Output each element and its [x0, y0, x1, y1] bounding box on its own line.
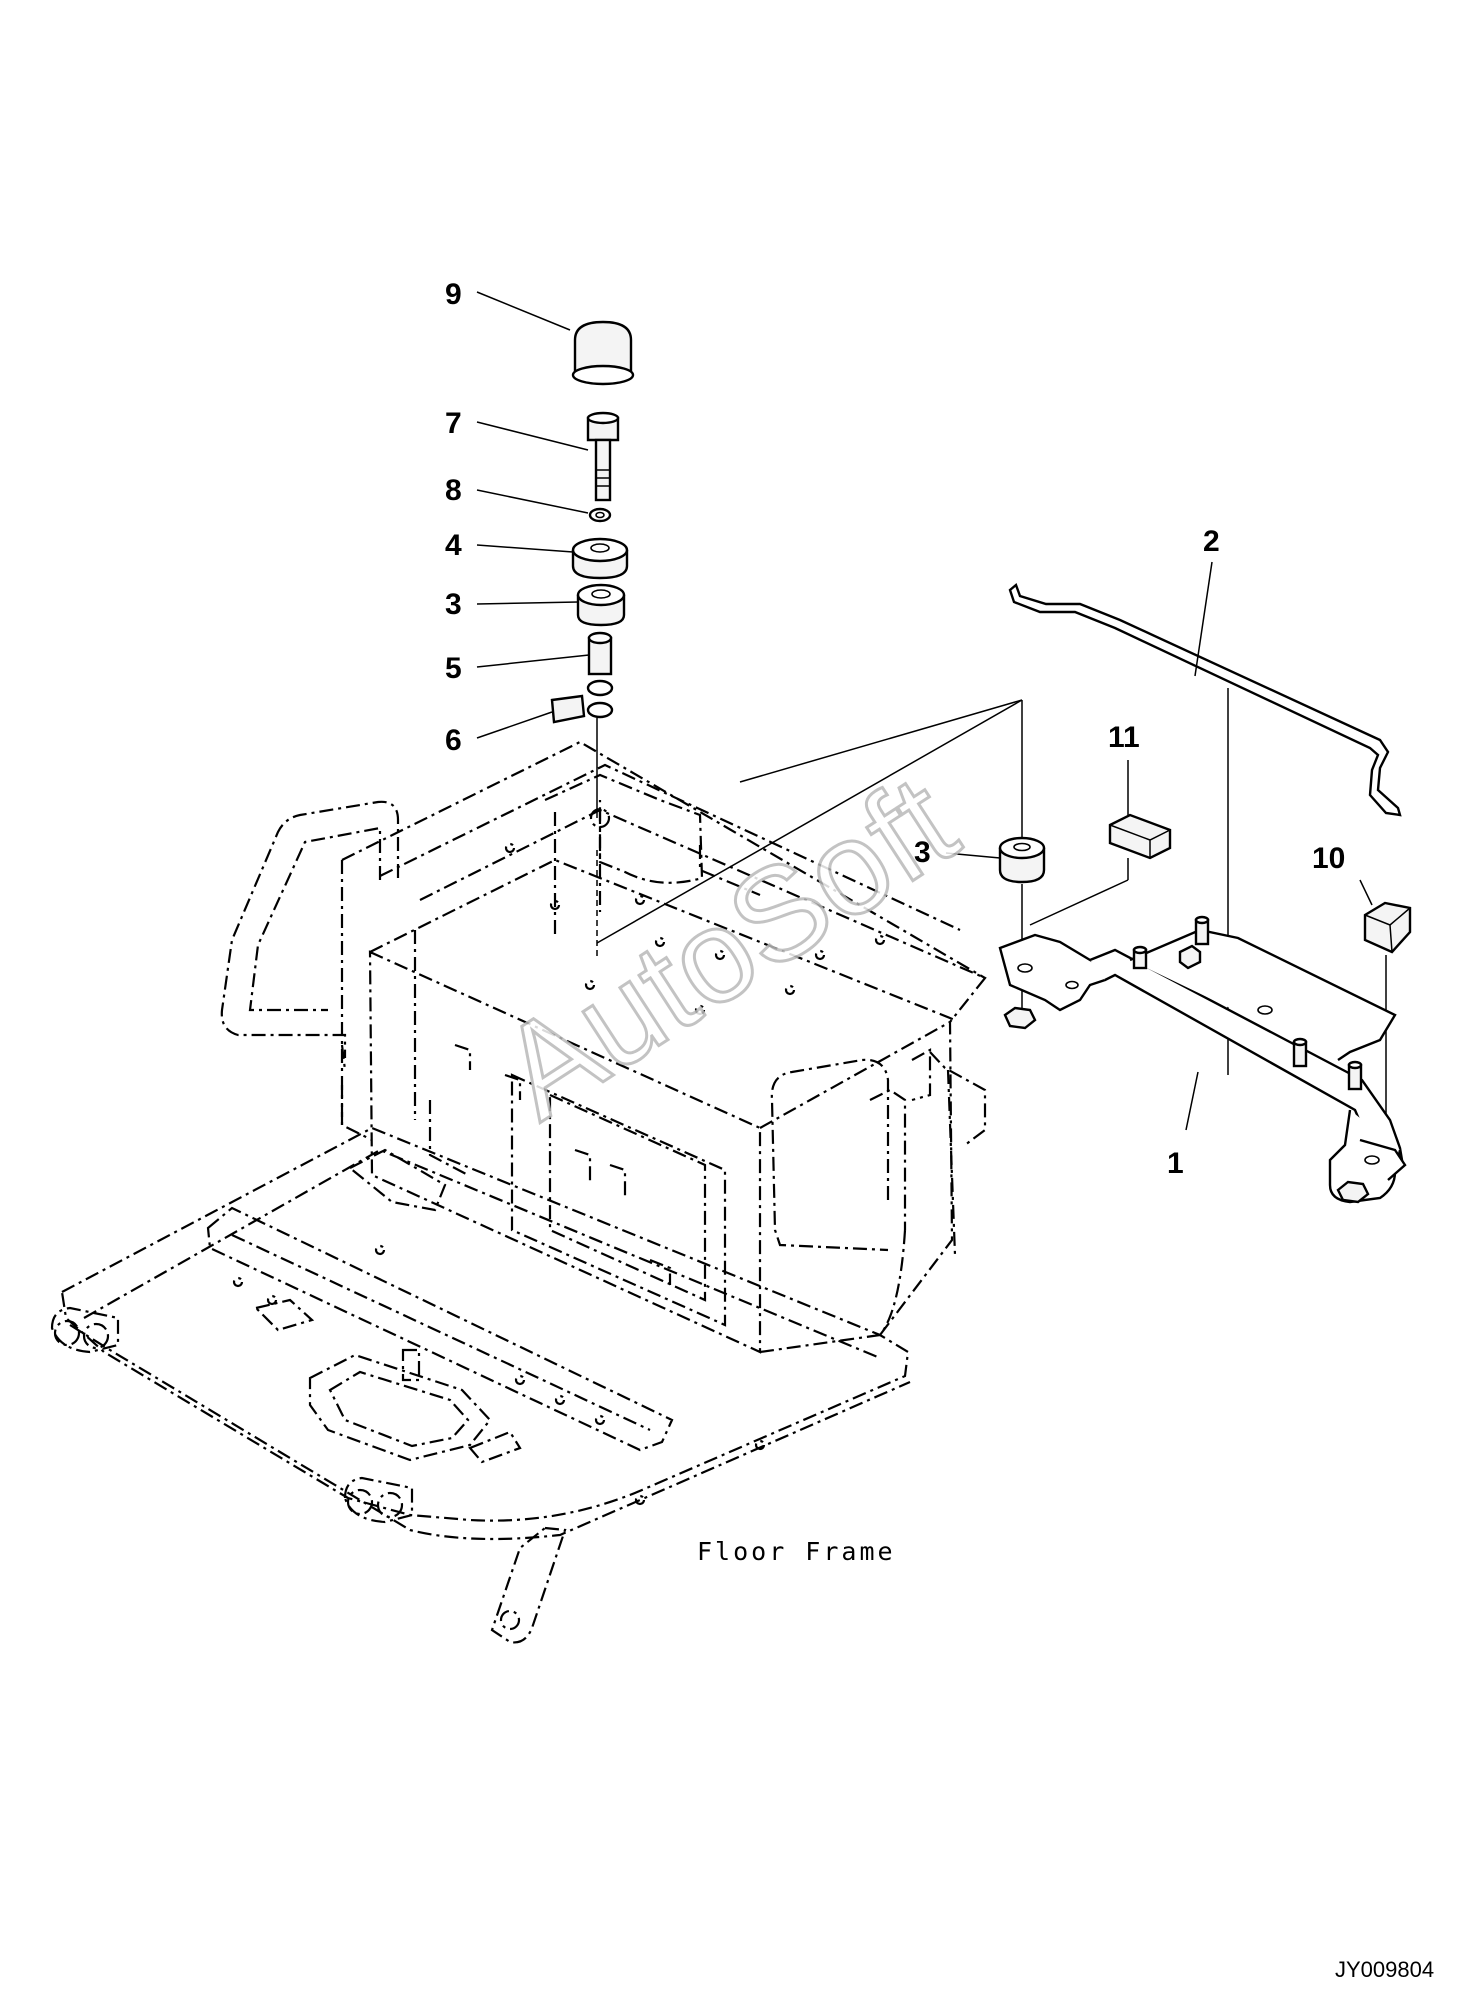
bolt-part — [586, 411, 620, 502]
callout-label: 1 — [1167, 1147, 1184, 1180]
hinge-left — [50, 1306, 120, 1354]
callout-label: 8 — [445, 474, 462, 507]
handrail-left — [220, 800, 400, 1125]
callout-label: 2 — [1203, 525, 1220, 558]
cushion-lower-part — [576, 583, 626, 627]
watermark-logo: AutoSoft — [475, 747, 980, 1146]
bracket-assembly — [998, 582, 1412, 1204]
leader-lines — [476, 291, 1373, 1131]
mount-stack — [550, 320, 635, 960]
callout-label: 11 — [1108, 721, 1140, 754]
callout-label: 3 — [914, 836, 931, 869]
rod-part — [1008, 582, 1402, 817]
bracket-part — [998, 915, 1407, 1204]
callout-label: 9 — [445, 278, 462, 311]
block-end-part — [1363, 901, 1412, 954]
callout-label: 4 — [445, 529, 462, 562]
callout-label: 6 — [445, 724, 462, 757]
handrail-right — [770, 1048, 987, 1336]
washer-part — [588, 507, 612, 523]
callouts: 9 7 8 4 3 5 6 2 11 3 10 1 — [445, 278, 1345, 1180]
callout-label: 3 — [445, 588, 462, 621]
callout-label: 10 — [1312, 842, 1345, 875]
diagram-caption: Floor Frame — [697, 1537, 896, 1566]
cap-part — [571, 320, 635, 386]
collar-part — [587, 631, 613, 676]
cushion-right-part — [998, 836, 1046, 884]
cushion-upper-part — [571, 537, 629, 580]
shims-part — [550, 679, 614, 724]
callout-label: 5 — [445, 652, 462, 685]
hinge-right — [343, 1476, 414, 1524]
callout-label: 7 — [445, 407, 462, 440]
drawing-id: JY009804 — [1335, 1957, 1434, 1982]
block-small-part — [1108, 813, 1172, 860]
floor-frame — [50, 740, 987, 1644]
